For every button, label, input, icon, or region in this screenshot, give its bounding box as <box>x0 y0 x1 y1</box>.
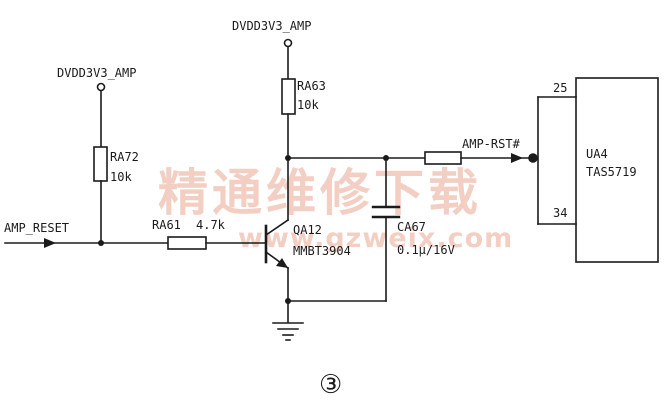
output-arrow-icon <box>511 153 523 163</box>
figure-number: ③ <box>319 370 342 400</box>
ic-part: TAS5719 <box>586 165 637 179</box>
ic-pin-25-label: 25 <box>553 81 567 95</box>
resistor-ra72 <box>93 146 108 182</box>
ra61-value: 4.7k <box>196 218 226 232</box>
output-net-label: AMP-RST# <box>462 137 521 151</box>
transistor-ref: QA12 <box>293 223 322 237</box>
input-net-label: AMP_RESET <box>4 221 69 235</box>
power-label-top: DVDD3V3_AMP <box>232 19 311 33</box>
resistor-ra61 <box>167 236 207 250</box>
ic-ref: UA4 <box>586 147 608 161</box>
ic-pin-connector <box>528 153 538 163</box>
power-label-left: DVDD3V3_AMP <box>57 66 136 80</box>
junction-ground <box>285 298 291 304</box>
ra63-ref: RA63 <box>297 79 326 93</box>
ra63-value: 10k <box>297 98 319 112</box>
ic-pin-34-label: 34 <box>553 206 567 220</box>
ra72-ref: RA72 <box>110 150 139 164</box>
resistor-output <box>424 151 462 165</box>
ic-ua4-body <box>575 77 659 263</box>
watermark-url: www.gzweix.com <box>238 223 513 254</box>
emitter-arrow-icon <box>276 258 288 268</box>
power-terminal-top <box>283 38 293 48</box>
power-terminal-left <box>96 82 106 92</box>
ra61-ref: RA61 <box>152 218 181 232</box>
junction-collector <box>285 155 291 161</box>
capacitor-ref: CA67 <box>397 220 426 234</box>
input-arrow-icon <box>44 238 56 248</box>
transistor-collector-leg <box>264 218 290 237</box>
watermark-chinese: 精通维修下载 <box>158 164 482 222</box>
junction-input <box>98 240 104 246</box>
ra72-value: 10k <box>110 170 132 184</box>
transistor-part: MMBT3904 <box>293 244 351 258</box>
capacitor-value: 0.1μ/16V <box>397 243 455 257</box>
resistor-ra63 <box>281 78 296 115</box>
